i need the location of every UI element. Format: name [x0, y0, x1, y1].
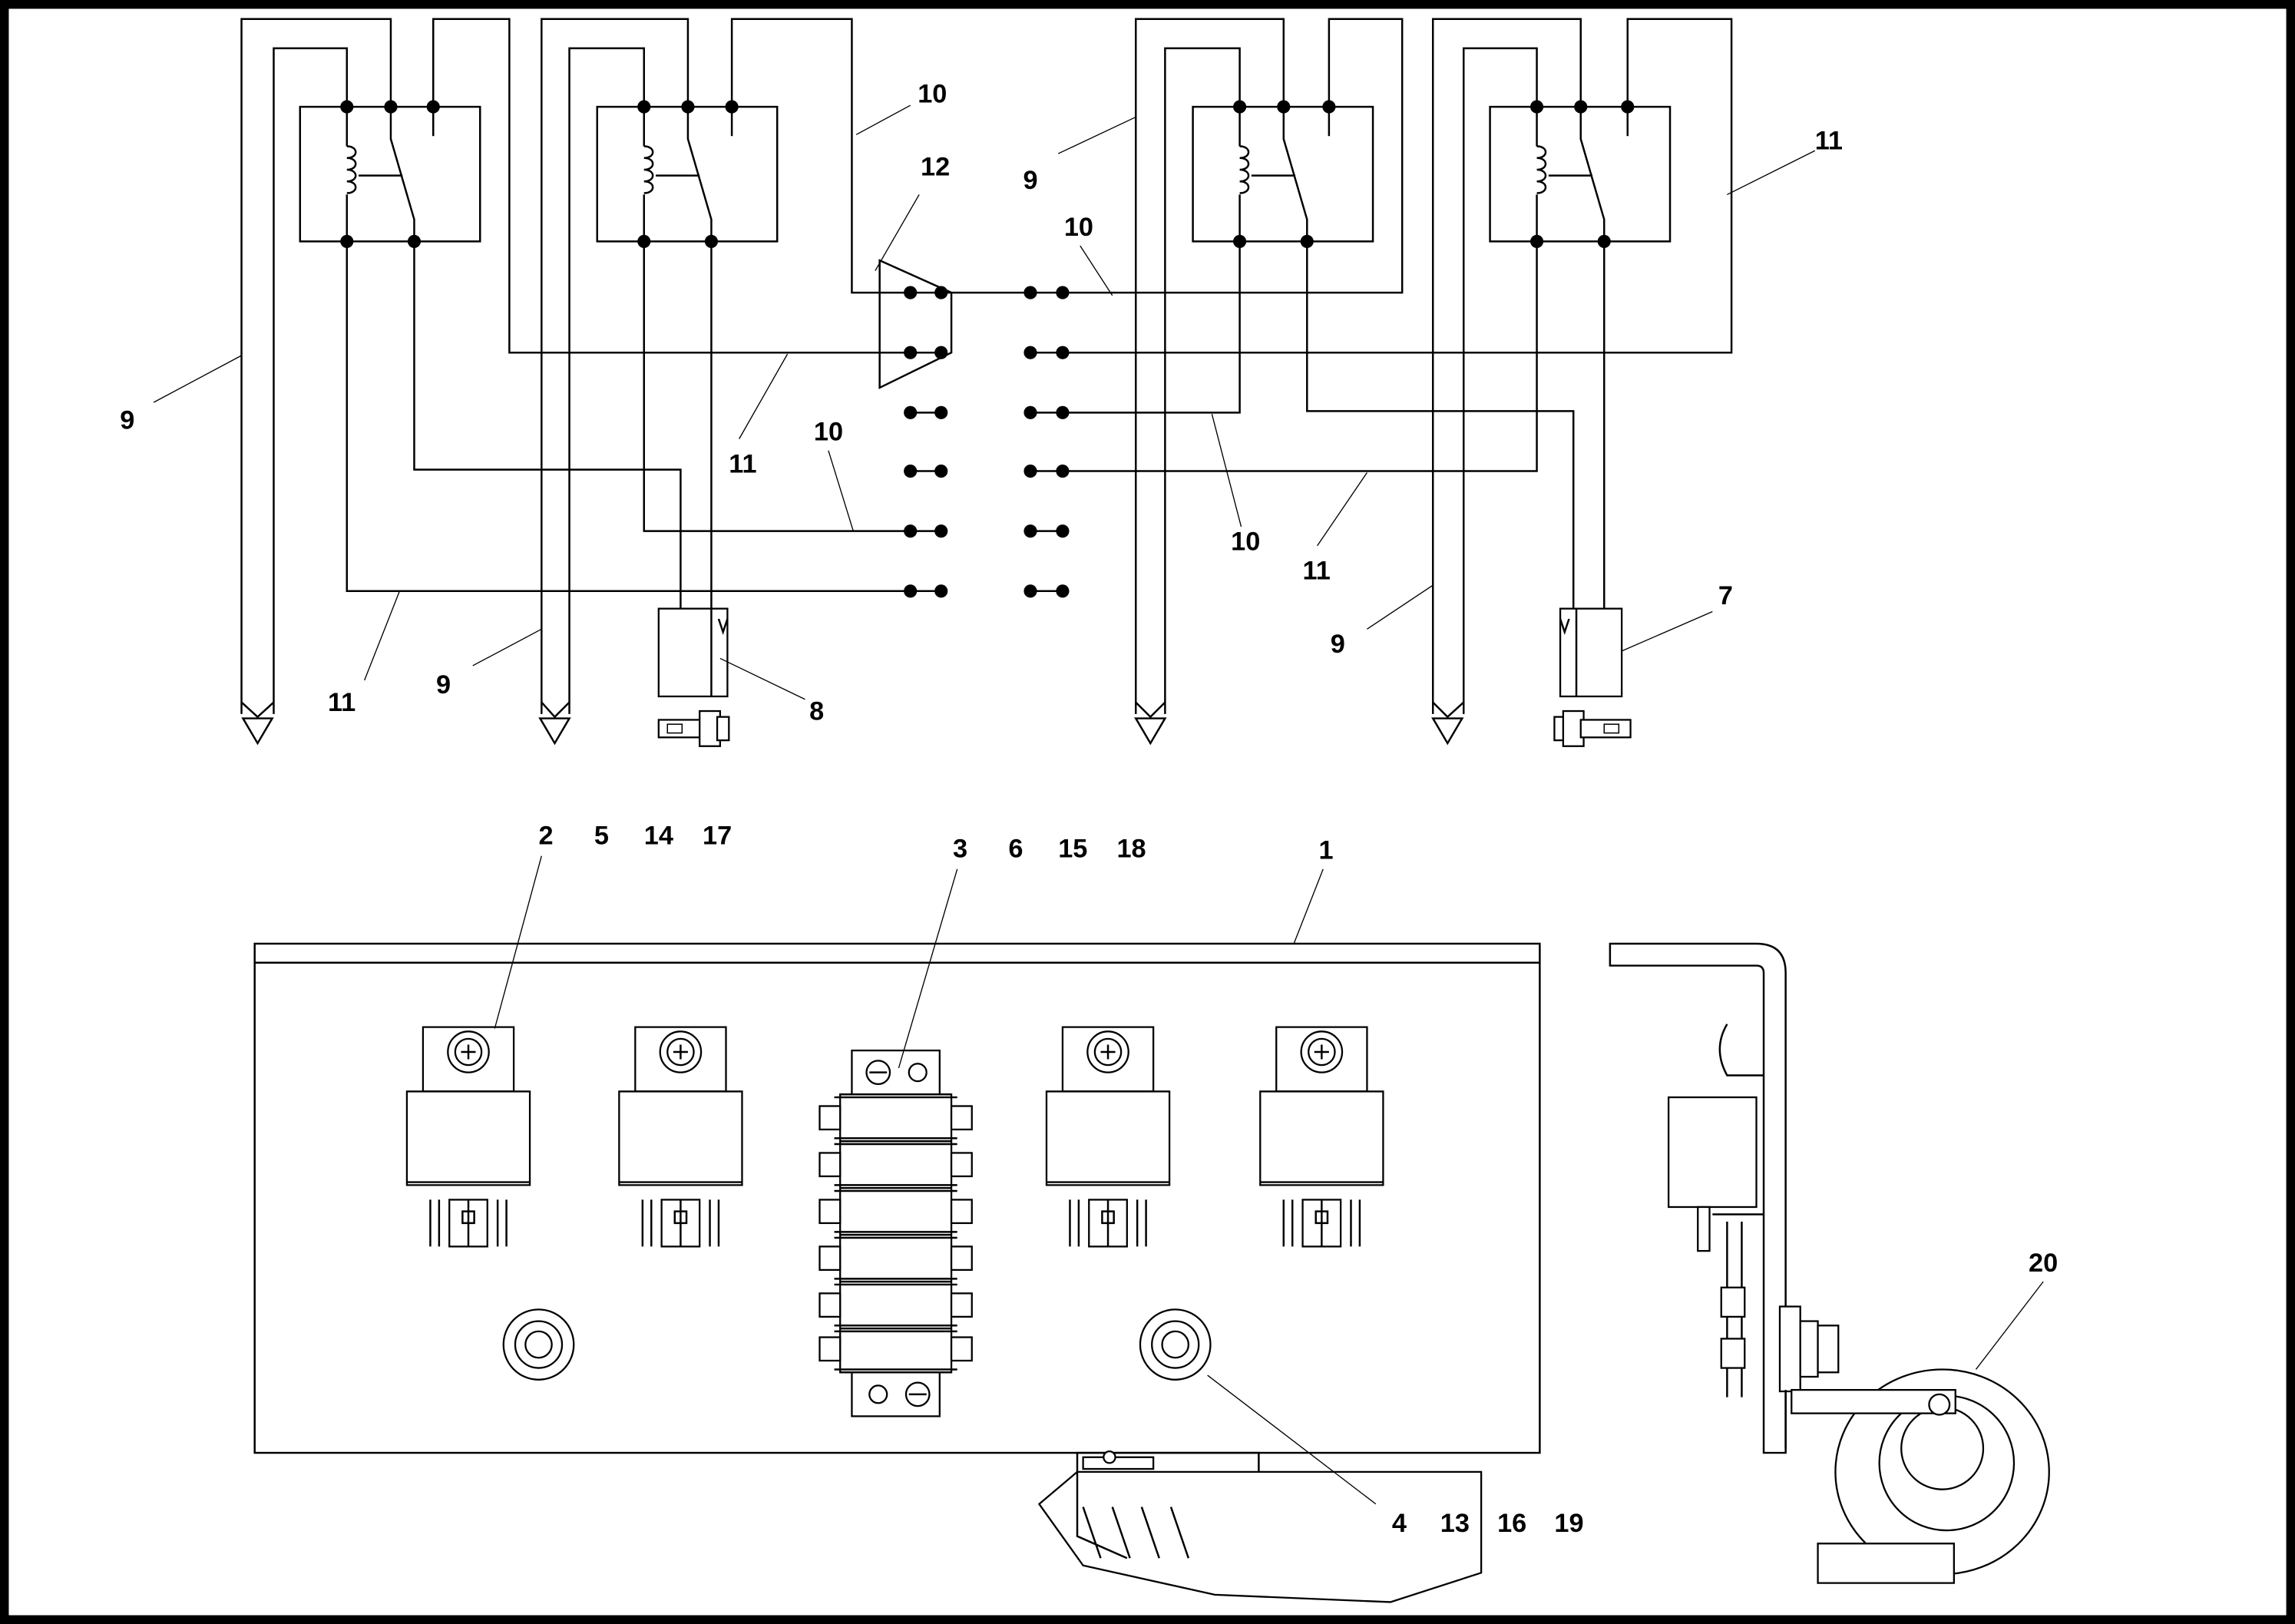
relay-schematic-2	[596, 100, 779, 248]
horn	[1791, 1368, 2050, 1584]
side-view-bracket	[1609, 942, 1840, 1454]
connector-12	[878, 259, 953, 389]
callout-9: 9	[436, 670, 451, 700]
relay-unit-4	[1259, 1026, 1384, 1248]
relay-unit-1	[405, 1026, 531, 1248]
wire-relay1-coil	[346, 241, 911, 593]
terminal-strip	[818, 1049, 973, 1417]
wire-relay3-coil	[1062, 241, 1241, 414]
ground-wires	[240, 18, 1582, 719]
callout-labels: 9 11 9 11 10 8 10 12 9 10 10 11 9 7 11 2…	[120, 79, 2058, 1538]
callout-17: 17	[703, 821, 732, 850]
callout-9: 9	[1331, 630, 1345, 659]
plug-icon	[657, 709, 730, 747]
connector-7	[1553, 607, 1632, 747]
wire-relay1-switch	[413, 241, 682, 609]
wire-relay2-coil	[643, 241, 911, 532]
wire-10-upper	[730, 18, 911, 294]
callout-20: 20	[2029, 1249, 2058, 1278]
callout-6: 6	[1008, 835, 1023, 864]
callout-8: 8	[809, 696, 824, 726]
callout-1: 1	[1319, 835, 1334, 865]
wire-11-left	[432, 18, 911, 354]
base-plate	[253, 942, 1541, 1454]
callout-10: 10	[814, 418, 843, 447]
callout-3: 3	[953, 835, 967, 864]
mounting-nut-left	[502, 1308, 575, 1381]
callout-18: 18	[1116, 835, 1146, 864]
callout-2: 2	[538, 821, 553, 850]
callout-13: 13	[1440, 1509, 1470, 1538]
connector-8	[657, 607, 730, 747]
callout-7: 7	[1718, 581, 1733, 610]
wire-11-right	[1062, 18, 1733, 354]
wire-relay3-switch	[1306, 241, 1575, 609]
ground-symbols	[241, 717, 1464, 746]
callout-11: 11	[328, 688, 355, 717]
callout-11: 11	[1303, 557, 1331, 586]
wiring-schematic	[240, 18, 1733, 747]
callout-4: 4	[1392, 1509, 1407, 1538]
callout-11: 11	[1815, 126, 1843, 155]
callout-12: 12	[921, 153, 950, 182]
callout-9: 9	[1023, 166, 1037, 195]
callout-14: 14	[644, 821, 673, 850]
relay-unit-3	[1045, 1026, 1171, 1248]
callout-5: 5	[594, 821, 609, 850]
callout-10: 10	[1064, 213, 1093, 242]
callout-10: 10	[1231, 527, 1260, 556]
relay-panel-assembly	[253, 942, 2050, 1603]
callout-9: 9	[120, 405, 134, 435]
mounting-nut-right	[1139, 1308, 1212, 1381]
wire-10-right	[1062, 18, 1404, 294]
callout-16: 16	[1497, 1509, 1526, 1538]
wire-relay4-coil	[1062, 241, 1538, 472]
leader-lines	[153, 104, 2044, 1505]
lower-bracket	[1037, 1450, 1483, 1603]
relay-unit-2	[618, 1026, 743, 1248]
callout-10: 10	[918, 79, 947, 108]
callout-15: 15	[1058, 835, 1087, 864]
plug-icon	[1553, 709, 1632, 747]
callout-19: 19	[1554, 1509, 1583, 1538]
callout-11: 11	[729, 449, 756, 478]
